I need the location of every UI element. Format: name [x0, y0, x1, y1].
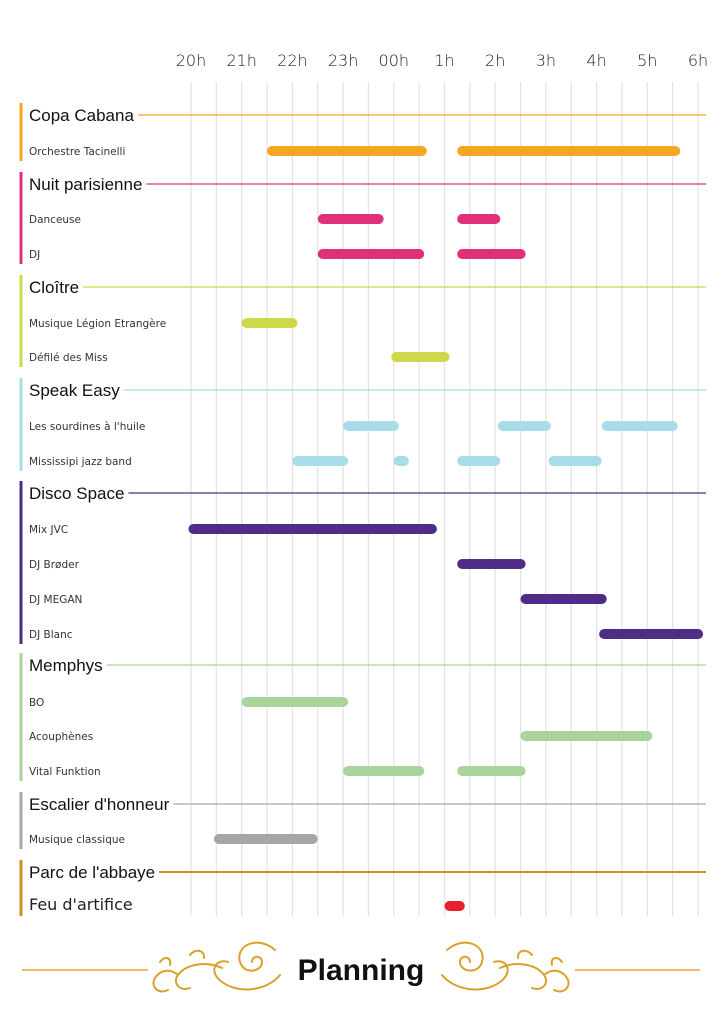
hour-label: 3h — [536, 51, 556, 70]
hour-label: 23h — [328, 51, 359, 70]
act-name: DJ MEGAN — [29, 594, 82, 606]
time-slot-bar — [599, 629, 704, 639]
time-slot-bar — [213, 834, 318, 844]
hour-label: 20h — [176, 51, 207, 70]
act-name: Vital Funktion — [29, 766, 101, 778]
act-name: Les sourdines à l'huile — [29, 421, 145, 433]
hour-label: 6h — [688, 51, 708, 70]
time-slot-bar — [444, 901, 465, 911]
venue-name: Speak Easy — [29, 381, 120, 400]
act-name: Musique Légion Etrangère — [29, 318, 166, 330]
act-name: BO — [29, 697, 44, 709]
hour-label: 2h — [485, 51, 505, 70]
time-slot-bar — [393, 456, 410, 466]
venue-name: Copa Cabana — [29, 106, 134, 125]
hour-label: 5h — [637, 51, 657, 70]
venue-name: Parc de l'abbaye — [29, 863, 155, 882]
hour-axis: 20h 21h 22h 23h 00h 1h 2h 3h 4h 5h 6h — [176, 51, 708, 70]
time-slot-bar — [520, 594, 607, 604]
act-name: Feu d'artifice — [29, 895, 133, 914]
time-slot-bar — [241, 318, 298, 328]
act-name: Mix JVC — [29, 524, 68, 536]
act-name: DJ Brøder — [29, 559, 80, 571]
planning-title: Planning — [298, 954, 425, 987]
act-name: DJ — [29, 249, 40, 261]
venue-name: Cloître — [29, 278, 79, 297]
time-slot-bar — [391, 352, 450, 362]
time-slot-bar — [601, 421, 678, 431]
time-slot-bar — [457, 214, 501, 224]
time-slot-bar — [317, 249, 425, 259]
hour-label: 4h — [586, 51, 606, 70]
venue-name: Memphys — [29, 656, 103, 675]
time-slot-bar — [457, 456, 501, 466]
act-name: DJ Blanc — [29, 629, 73, 641]
scroll-ornament-left-icon — [152, 941, 281, 993]
act-name: Mississipi jazz band — [29, 456, 132, 468]
time-slot-bar — [457, 249, 526, 259]
venue-name: Disco Space — [29, 484, 124, 503]
time-slot-bar — [317, 214, 384, 224]
act-name: Musique classique — [29, 834, 125, 846]
hour-label: 22h — [277, 51, 308, 70]
time-slot-bar — [520, 731, 653, 741]
time-slot-bar — [497, 421, 551, 431]
time-slot-bar — [241, 697, 349, 707]
act-name: Défilé des Miss — [29, 352, 108, 364]
time-slot-bar — [292, 456, 349, 466]
time-slot-bar — [343, 766, 425, 776]
venue-name: Nuit parisienne — [29, 175, 142, 194]
time-slot-bar — [267, 146, 427, 156]
scroll-ornament-right-icon — [441, 941, 570, 993]
hour-gridlines — [190, 82, 699, 916]
act-name: Danceuse — [29, 214, 81, 226]
time-slot-bar — [343, 421, 399, 431]
act-name: Acouphènes — [29, 731, 93, 743]
act-name: Orchestre Tacinelli — [29, 146, 125, 158]
time-slot-bar — [457, 146, 681, 156]
time-slot-bar — [548, 456, 602, 466]
hour-label: 00h — [379, 51, 410, 70]
time-slot-bar — [188, 524, 437, 534]
hour-label: 1h — [434, 51, 454, 70]
time-slot-bar — [457, 766, 526, 776]
hour-label: 21h — [226, 51, 257, 70]
time-slot-bar — [457, 559, 526, 569]
venue-name: Escalier d'honneur — [29, 795, 170, 814]
footer-ornament: Planning — [22, 941, 700, 993]
